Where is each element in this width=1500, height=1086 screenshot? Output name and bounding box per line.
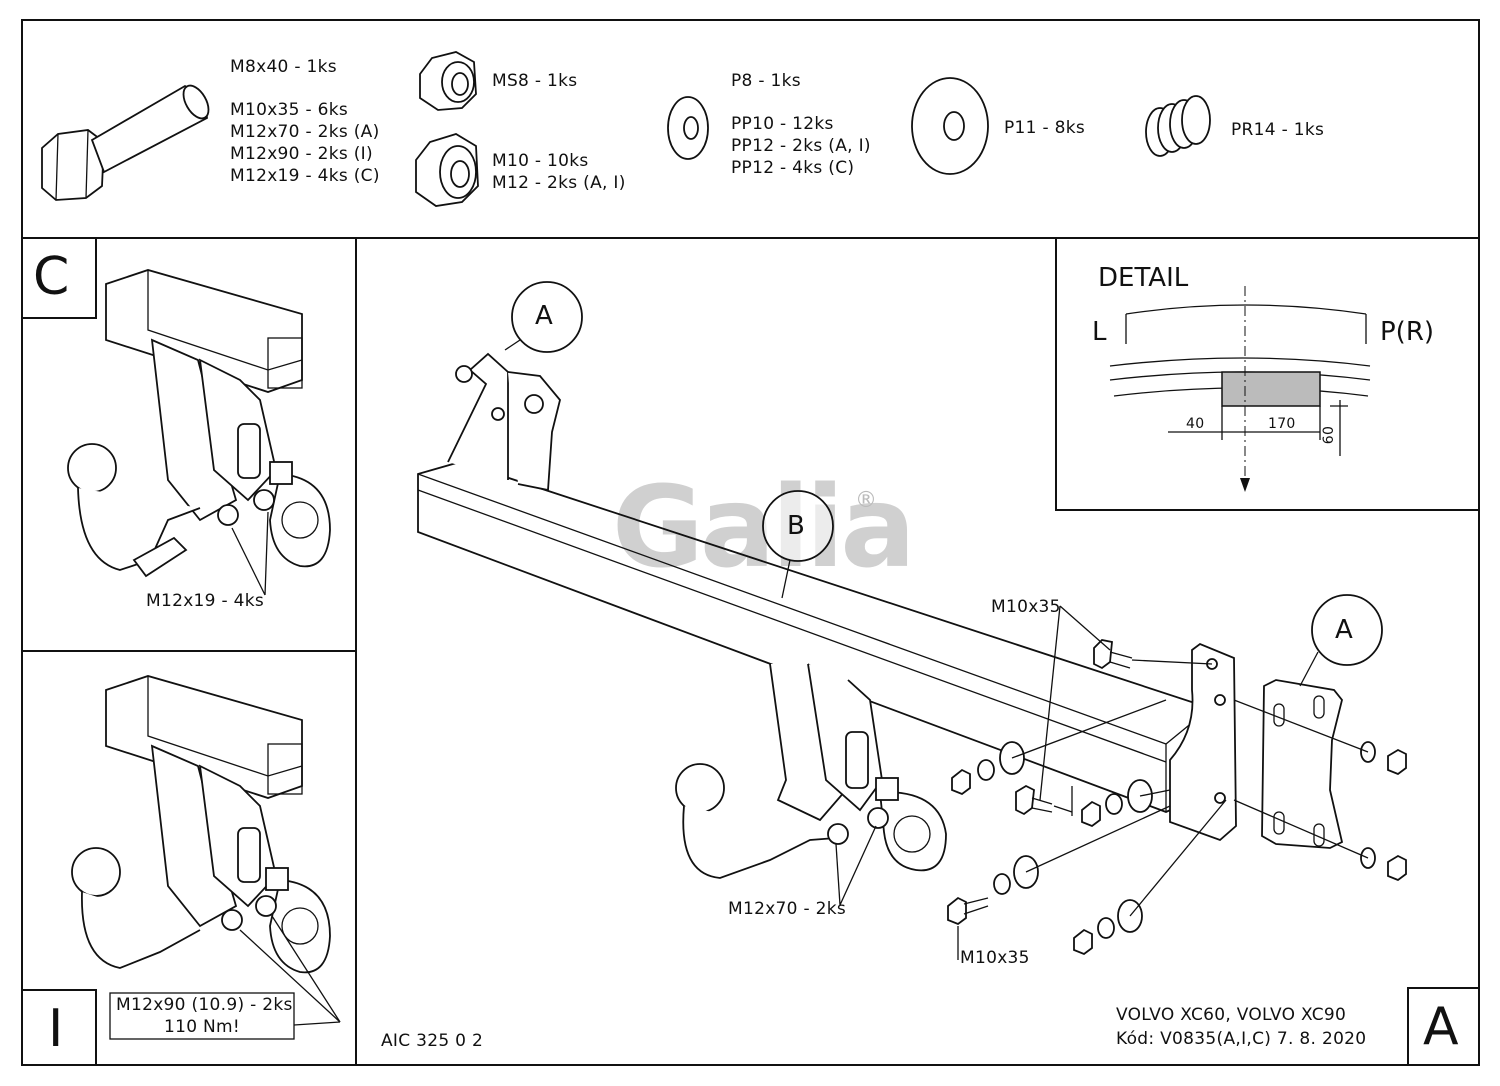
label-m10x35-bottom: M10x35: [960, 948, 1030, 968]
detail-hatched-area: [1221, 371, 1321, 407]
spring-pr14-label: PR14 - 1ks: [1231, 120, 1325, 140]
left-bracket-icon: [447, 352, 561, 492]
callout-a-right: A: [1335, 615, 1353, 645]
callout-circle-b: [762, 490, 834, 562]
detail-title: DETAIL: [1098, 263, 1189, 293]
tow-ball-icon: [675, 763, 725, 813]
label-m10x35-top: M10x35: [991, 597, 1061, 617]
code-and-date: Kód: V0835(A,I,C) 7. 8. 2020: [1116, 1029, 1367, 1049]
hex-nut-icon: [415, 133, 479, 207]
bracket-icon: [150, 338, 238, 522]
nut-ms8-label: MS8 - 1ks: [492, 71, 578, 91]
callout-circle-a-top: [511, 281, 583, 353]
socket-plate-icon: [269, 473, 331, 568]
bolt-m8x40-label: M8x40 - 1ks: [230, 57, 337, 77]
bolt-m12x90-label: M12x90 - 2ks (I): [230, 144, 373, 164]
variant-letter-i: I: [48, 999, 64, 1059]
registered-mark: ®: [855, 488, 877, 513]
callout-a-top: A: [535, 301, 553, 331]
outer-border: [21, 19, 1480, 1066]
panel-c-assembly: [67, 269, 331, 596]
panel-i-callout-line1: M12x90 (10.9) - 2ks: [116, 995, 293, 1015]
letter-box-i: [21, 989, 97, 1066]
hex-bolt-icon: [41, 84, 210, 201]
panel-i-assembly: [71, 675, 341, 1040]
vehicle-models: VOLVO XC60, VOLVO XC90: [1116, 1005, 1347, 1025]
bolt-m12x19-label: M12x19 - 4ks (C): [230, 166, 380, 186]
leader-lines: [504, 339, 1369, 960]
callout-circle-a-right: [1311, 594, 1383, 666]
socket-plate-icon: [879, 791, 947, 872]
callout-b: B: [787, 511, 805, 541]
detail-left-label: L: [1092, 317, 1107, 347]
washer-pp12-c-label: PP12 - 4ks (C): [731, 158, 855, 178]
spring-icon: [1145, 95, 1211, 157]
variant-letter-a: A: [1423, 997, 1459, 1057]
right-end-plate-icon: [1169, 642, 1237, 842]
nut-m10-label: M10 - 10ks: [492, 151, 589, 171]
washer-icon: [667, 96, 709, 160]
letter-box-a: [1407, 987, 1480, 1066]
detail-dim-40: 40: [1186, 416, 1205, 432]
washer-pp12-ai-label: PP12 - 2ks (A, I): [731, 136, 871, 156]
washer-p11-label: P11 - 8ks: [1004, 118, 1086, 138]
panel-c-callout: M12x19 - 4ks: [146, 591, 265, 611]
doc-code: AIC 325 0 2: [381, 1031, 484, 1051]
washer-p8-label: P8 - 1ks: [731, 71, 801, 91]
lock-nut-icon: [419, 51, 477, 111]
bolt-m10x35-label: M10x35 - 6ks: [230, 100, 349, 120]
detail-dim-170: 170: [1268, 416, 1296, 432]
panel-i-callout-line2: 110 Nm!: [163, 1017, 241, 1037]
washer-pp10-label: PP10 - 12ks: [731, 114, 834, 134]
variant-letter-c: C: [33, 247, 70, 307]
large-washer-icon: [911, 77, 989, 175]
nut-m12-label: M12 - 2ks (A, I): [492, 173, 626, 193]
detail-box: [1055, 237, 1480, 511]
label-m12x70: M12x70 - 2ks: [728, 899, 847, 919]
torque-note-box: [109, 992, 295, 1040]
bolt-m12x70-label: M12x70 - 2ks (A): [230, 122, 380, 142]
side-plate-icon: [1261, 679, 1344, 849]
letter-box-c: [21, 237, 97, 319]
detail-right-label: P(R): [1380, 317, 1435, 347]
